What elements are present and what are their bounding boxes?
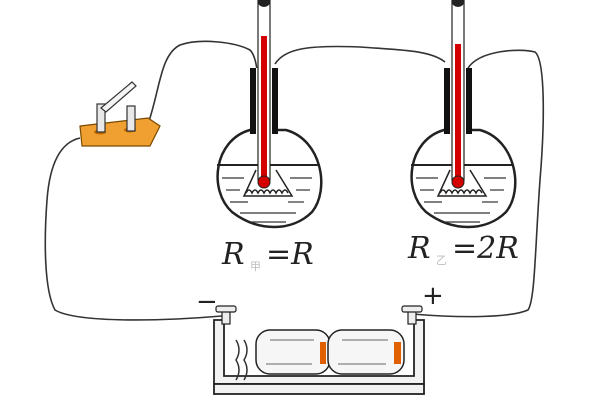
heating-coil-icon	[242, 169, 294, 197]
label-right-main: R	[407, 231, 431, 266]
label-right: R 乙 =2R	[407, 231, 519, 267]
cell-1	[255, 329, 331, 375]
cell-2	[327, 329, 405, 375]
battery-spring	[235, 339, 248, 381]
switch-base	[79, 117, 161, 147]
negative-sign: −	[196, 287, 218, 317]
thermometer-icon	[451, 0, 465, 189]
label-right-rhs: =2R	[452, 231, 519, 266]
wire-between-flasks	[274, 45, 446, 65]
heating-coil-icon	[436, 169, 488, 197]
terminal-positive	[401, 305, 423, 325]
wire-switch-to-battery	[44, 137, 223, 321]
switch-post-left	[96, 103, 106, 133]
wire-right-flask-to-battery	[411, 49, 545, 318]
switch-blade	[100, 81, 137, 113]
label-left: R 甲 =R	[221, 237, 314, 273]
battery-icon: − +	[196, 281, 444, 395]
positive-sign: +	[422, 281, 444, 311]
wire-network	[44, 40, 545, 321]
thermometer-icon	[257, 0, 271, 189]
knife-switch	[79, 81, 161, 147]
label-right-subscript: 乙	[436, 254, 447, 267]
label-left-rhs: =R	[266, 237, 314, 272]
label-left-main: R	[221, 237, 245, 272]
right-flask	[410, 0, 517, 229]
label-left-subscript: 甲	[250, 260, 261, 273]
wire-switch-to-left-flask	[147, 40, 258, 125]
left-flask	[216, 0, 323, 229]
terminal-negative	[215, 305, 237, 325]
switch-post-right	[126, 105, 136, 132]
